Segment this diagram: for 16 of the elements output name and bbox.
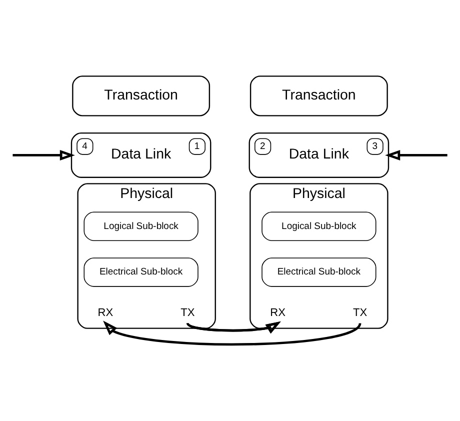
node-box: 4 Data Link 1 [70,132,212,178]
node-box: Transaction [72,76,210,116]
node-box: Electrical Sub-block [84,258,198,287]
arrow [186,321,281,334]
node-box: 2 Data Link 3 [248,132,390,178]
node-text: RX [270,306,286,319]
node-text: RX [98,306,114,319]
node-box: Logical Sub-block [262,212,376,241]
node-text: TX [352,306,368,319]
node-box: Transaction [250,76,388,116]
node-box: Logical Sub-block [84,212,198,241]
arrow [12,150,75,160]
node-text: TX [180,306,195,319]
arrow [385,150,448,160]
arrow [103,320,362,346]
node-box: Electrical Sub-block [262,258,376,287]
